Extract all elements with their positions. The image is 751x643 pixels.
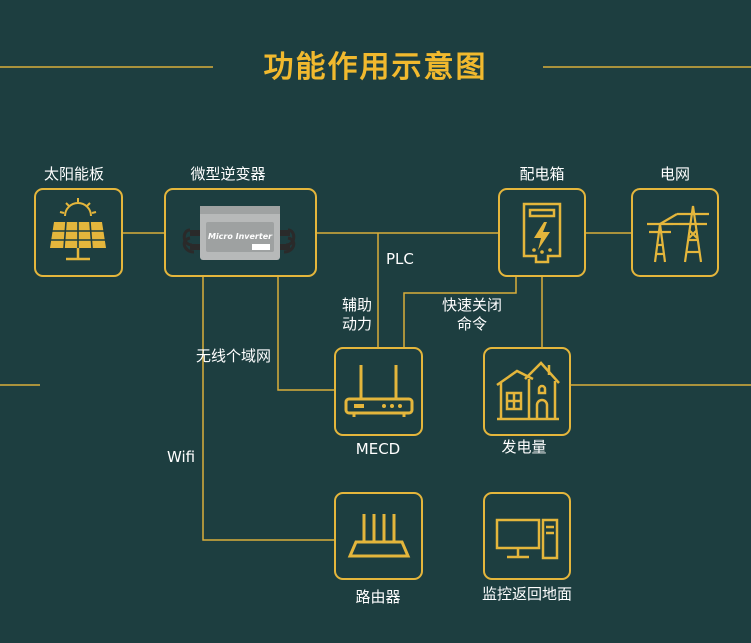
computer-monitor-icon bbox=[495, 518, 559, 560]
grid-label: 电网 bbox=[659, 165, 691, 183]
distribution-box-node bbox=[498, 188, 586, 277]
solar-label: 太阳能板 bbox=[43, 165, 105, 183]
distribution-box-icon bbox=[522, 202, 562, 264]
generation-label: 发电量 bbox=[501, 438, 547, 456]
mecd-node bbox=[334, 347, 423, 436]
router-node bbox=[334, 492, 423, 580]
monitor-label: 监控返回地面 bbox=[481, 585, 573, 603]
router-label: 路由器 bbox=[355, 588, 401, 606]
solar-panel-icon bbox=[50, 198, 106, 261]
grid-node bbox=[631, 188, 719, 277]
house-icon bbox=[496, 361, 560, 421]
inverter-label: 微型逆变器 bbox=[190, 165, 266, 183]
router-icon bbox=[347, 514, 411, 558]
micro-inverter-text: Micro Inverter bbox=[208, 232, 273, 241]
wifi-label: Wifi bbox=[167, 448, 196, 466]
generation-node bbox=[483, 347, 571, 436]
plc-label: PLC bbox=[386, 250, 414, 268]
micro-inverter-icon: Micro Inverter bbox=[182, 206, 296, 260]
micro-inverter-node: Micro Inverter bbox=[164, 188, 317, 277]
edge-quick-shutdown bbox=[403, 277, 517, 347]
aux-power-label-2: 动力 bbox=[342, 315, 373, 333]
aux-power-label-1: 辅助 bbox=[342, 296, 373, 314]
quick-shutdown-label-1: 快速关闭 bbox=[441, 296, 503, 314]
page-title: 功能作用示意图 bbox=[263, 50, 488, 85]
distribution-box-label: 配电箱 bbox=[519, 165, 565, 183]
wireless-label: 无线个域网 bbox=[196, 347, 272, 365]
solar-panel-node bbox=[34, 188, 123, 277]
edge-wifi bbox=[202, 277, 334, 541]
monitor-node bbox=[483, 492, 571, 580]
power-tower-icon bbox=[647, 205, 709, 263]
mecd-device-icon bbox=[344, 365, 414, 417]
mecd-label: MECD bbox=[355, 440, 401, 458]
edge-wireless bbox=[277, 277, 334, 391]
quick-shutdown-label-2: 命令 bbox=[456, 315, 488, 333]
